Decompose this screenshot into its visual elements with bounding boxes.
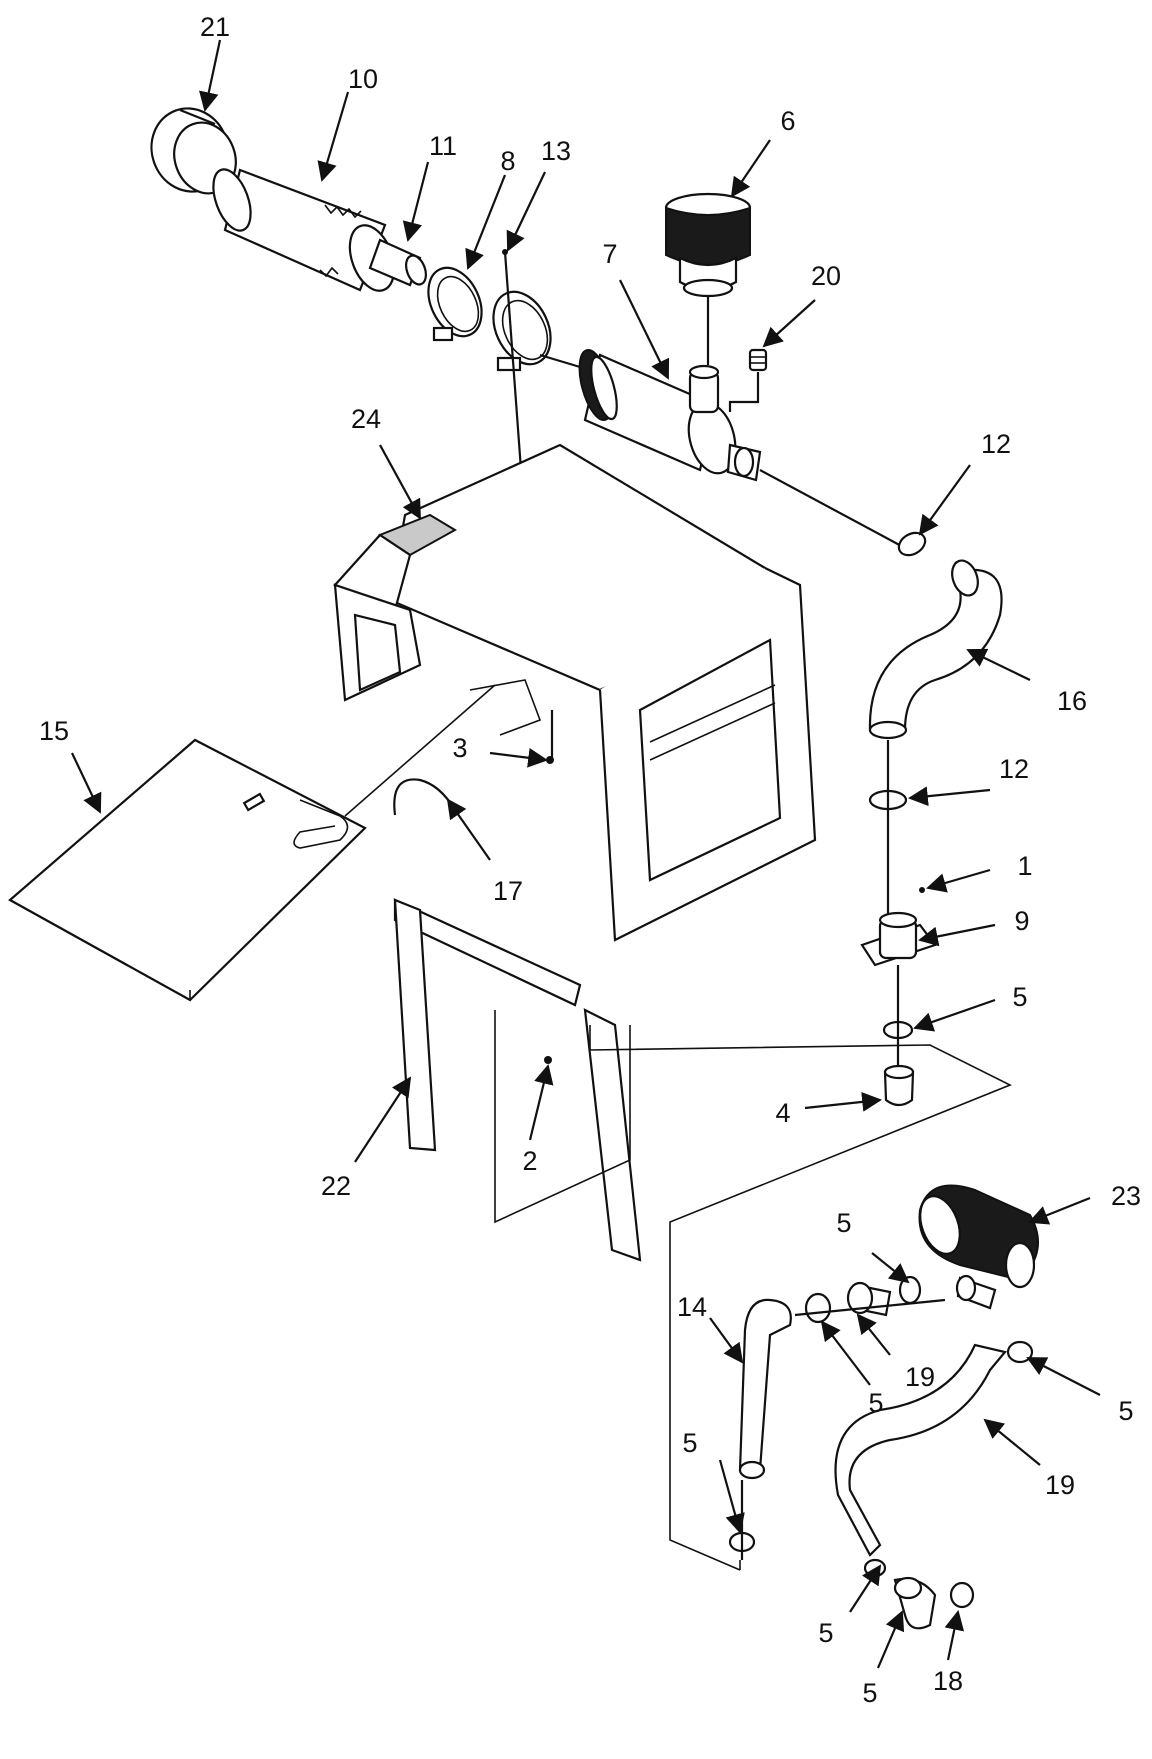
outline-sheets [589,1025,1012,1571]
callout-16: 16 [1057,686,1087,716]
part-12-clamp-lower [868,740,908,920]
callout-5-top: 5 [836,1208,851,1238]
callout-20: 20 [811,261,841,291]
callout-5-bottom-right: 18 [933,1666,963,1696]
callout-4: 4 [775,1098,790,1128]
callout-5-right: 5 [1118,1396,1133,1426]
part-9-bracket-assembly [860,887,937,1107]
part-17-u-bolt [393,778,456,816]
callout-12-lower: 12 [999,754,1029,784]
part-18-elbow [893,1576,975,1630]
callout-23: 23 [1111,1181,1141,1211]
part-10-filter-element [212,168,396,292]
part-15-plate [8,684,496,1002]
callout-leaders [71,39,1101,1669]
callout-8: 8 [500,146,515,176]
callout-17: 17 [493,876,523,906]
callout-9: 9 [1014,906,1029,936]
callout-21: 21 [200,12,230,42]
part-13-clamp [492,249,552,566]
callout-5-left: 5 [682,1428,697,1458]
callout-19-coupler: 19 [905,1362,935,1392]
callout-5-bracket: 5 [1012,982,1027,1012]
part-16-elbow-hose [868,559,1003,740]
callout-1: 1 [1017,851,1032,881]
callout-11: 11 [429,131,457,161]
callout-18: 5 [862,1678,877,1708]
callout-labels: 21 10 11 8 13 6 7 20 24 12 16 15 3 12 17… [39,12,1141,1708]
callout-5-bottom-left: 5 [818,1618,833,1648]
part-22-bracket-set [393,898,642,1262]
part-20-fitting [728,348,768,412]
part-14-hose [728,1298,792,1560]
callout-14: 14 [677,1292,707,1322]
part-24-frame [333,443,817,942]
callout-12-upper: 12 [981,429,1011,459]
part-8-clamp [427,266,483,342]
callout-19-hose: 19 [1045,1470,1075,1500]
callout-15: 15 [39,716,69,746]
callout-10: 10 [348,64,378,94]
part-19-coupler-set [794,1275,946,1324]
part-23-air-cleaner [918,1184,1039,1310]
part-7-air-cleaner-housing [539,349,906,549]
callout-3: 3 [452,733,467,763]
callout-22: 22 [321,1171,351,1201]
callout-24: 24 [351,404,381,434]
callout-13: 13 [541,136,571,166]
callout-6: 6 [780,106,795,136]
callout-7: 7 [602,239,617,269]
part-12-clamp-upper [897,531,927,557]
part-19-hose [834,1340,1034,1578]
callout-2: 2 [522,1146,537,1176]
part-11-inner-element [368,238,427,287]
part-6-precleaner [664,192,752,365]
callout-5-mid: 5 [868,1388,883,1418]
